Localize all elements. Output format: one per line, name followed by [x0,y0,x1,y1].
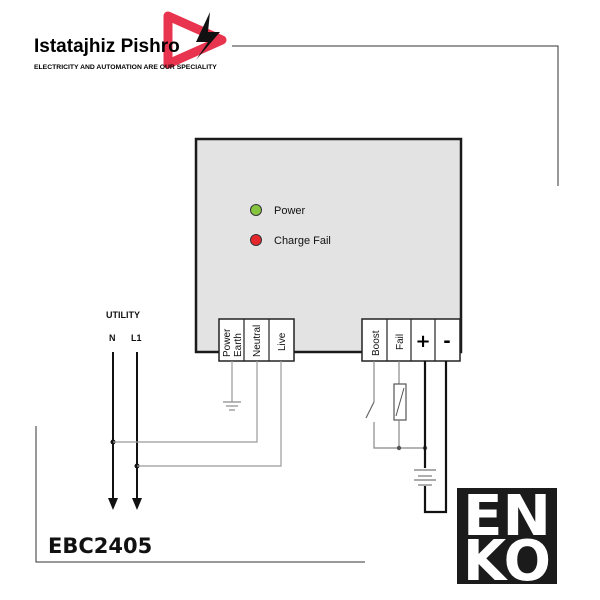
terminal-fail-label: Fail [395,334,406,350]
arrow-l1-icon [132,498,142,510]
charge-fail-led-label: Charge Fail [274,235,331,247]
boost-switch-icon [365,401,375,419]
brand-name: Istatajhiz Pishro [34,36,180,57]
power-led-label: Power [274,205,306,217]
frame-lines [35,45,559,563]
led-indicators: Power Charge Fail [250,204,331,247]
charge-fail-led-icon [250,234,262,246]
terminal-plus-label: + [415,331,430,352]
power-led-icon [250,204,262,216]
terminal-minus-label: - [443,331,450,352]
utility-l1-label: L1 [131,333,142,343]
model-name: EBC2405 [48,534,152,558]
enko-logo-row1: EN [463,484,551,549]
output-wiring [365,361,448,514]
utility-supply: UTILITY N L1 [106,310,142,510]
utility-title: UTILITY [106,310,140,320]
output-terminal-block: Boost Fail + - [361,318,461,362]
brand-logo: Istatajhiz Pishro ELECTRICITY AND AUTOMA… [34,11,227,71]
arrow-n-icon [108,498,118,510]
terminal-boost-label: Boost [371,330,382,356]
battery-icon [414,469,436,486]
mains-terminal-block: Power Earth Neutral Live [218,318,295,362]
utility-n-label: N [109,333,116,343]
terminal-power-label: Power [222,328,233,357]
terminal-neutral-label: Neutral [252,325,263,357]
lightning-icon [196,12,220,60]
terminal-earth-label: Earth [233,333,244,357]
enko-logo-row2: KO [463,529,551,594]
enko-logo: EN KO [457,484,557,594]
ground-icon [223,401,241,411]
device-enclosure [194,137,463,354]
mains-wiring [113,361,282,467]
brand-play-icon [163,11,227,69]
terminal-live-label: Live [277,332,288,351]
brand-tagline: ELECTRICITY AND AUTOMATION ARE OUR SPECI… [34,64,217,71]
